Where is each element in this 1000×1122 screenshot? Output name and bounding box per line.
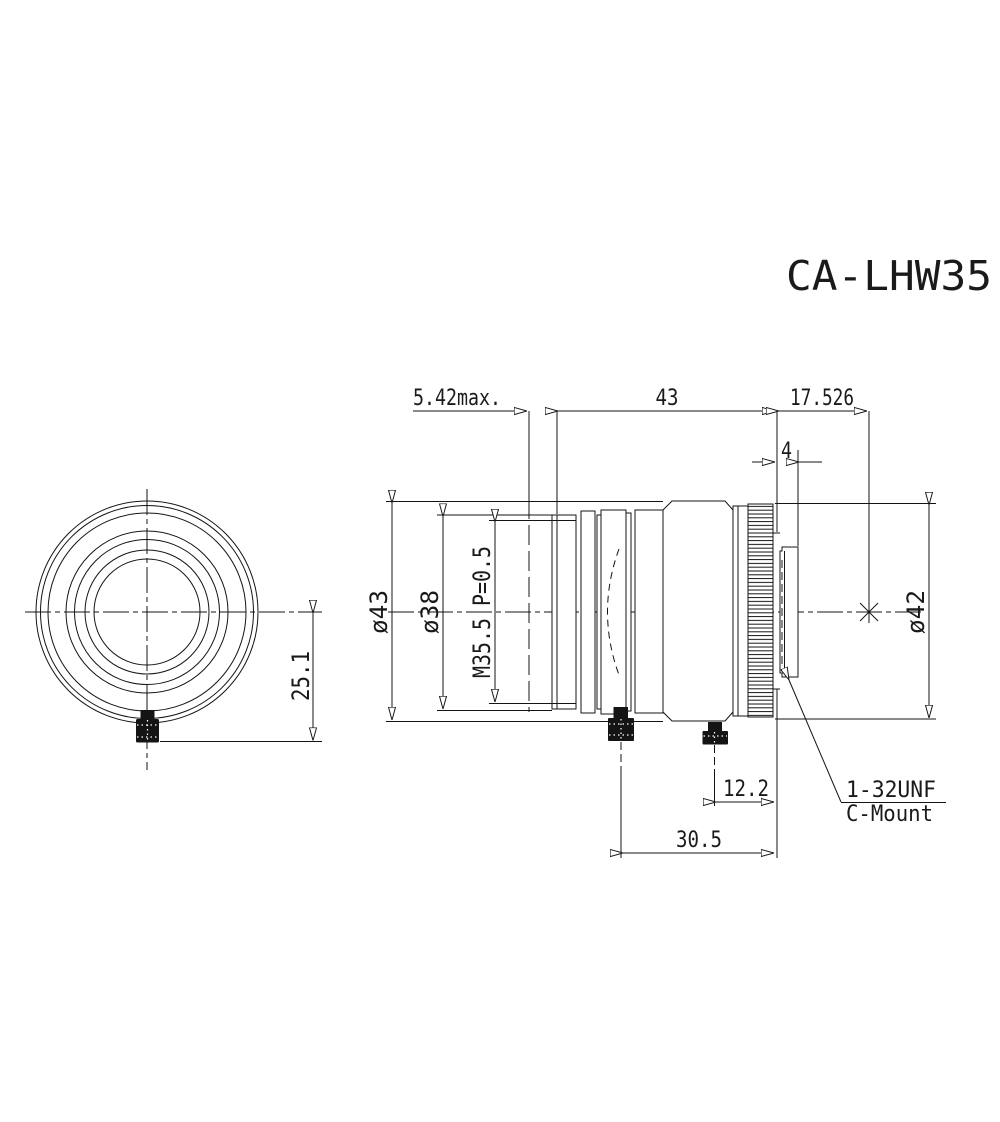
side-thumbscrew-rear-neck (708, 722, 722, 732)
dim-text-17-526: 17.526 (790, 386, 854, 411)
diameter-dimensions: ø43 ø38 M35.5 P=0.5 ø42 (365, 502, 936, 722)
dim-text-25-1: 25.1 (287, 651, 315, 701)
dim-text-dia42: ø42 (902, 590, 930, 634)
mount-type-label: C-Mount (846, 802, 933, 827)
c-mount-callout: 1-32UNF C-Mount (789, 680, 946, 827)
front-rim-section (551, 514, 577, 710)
dim-text-dia43: ø43 (365, 590, 393, 634)
dim-text-30-5: 30.5 (676, 828, 722, 853)
rear-step-section (732, 505, 749, 717)
front-bezel-circle (74, 539, 220, 685)
barrel-section (600, 509, 627, 715)
dim-text-43: 43 (656, 386, 679, 411)
dim-text-filter-thread: M35.5 P=0.5 (468, 546, 496, 678)
main-body-section (662, 500, 734, 722)
c-mount-thread-cylinder (779, 546, 799, 678)
front-glass-circle (84, 549, 210, 675)
step-section (596, 514, 602, 710)
focus-ring-section (580, 510, 596, 714)
side-thumbscrew-front-neck (613, 707, 628, 718)
side-view (388, 500, 922, 745)
narrow-ring-section (625, 512, 632, 712)
dim-text-5-42: 5.42max. (413, 386, 501, 411)
bottom-dimensions: 12.2 30.5 (621, 742, 774, 858)
mid-section (634, 509, 664, 714)
front-aperture-circle (93, 558, 201, 666)
front-filter-rim-circle (65, 530, 229, 694)
side-thumbscrew-rear-body (702, 731, 728, 745)
dim-text-4: 4 (781, 439, 792, 464)
leader-line (789, 680, 842, 803)
image-plane-x-mark (859, 602, 879, 622)
front-thumbscrew-neck (140, 710, 155, 720)
dim-text-dia38: ø38 (416, 590, 444, 634)
dim-text-12-2: 12.2 (723, 777, 769, 802)
front-view: 25.1 (25, 489, 322, 770)
mount-thread-label: 1-32UNF (846, 778, 936, 803)
top-dimensions: 5.42max. 43 17.526 4 (413, 386, 879, 858)
knurled-ring (747, 503, 774, 718)
drawing-title: CA-LHW35 (786, 252, 992, 300)
hidden-lens-element-arc (607, 548, 620, 676)
